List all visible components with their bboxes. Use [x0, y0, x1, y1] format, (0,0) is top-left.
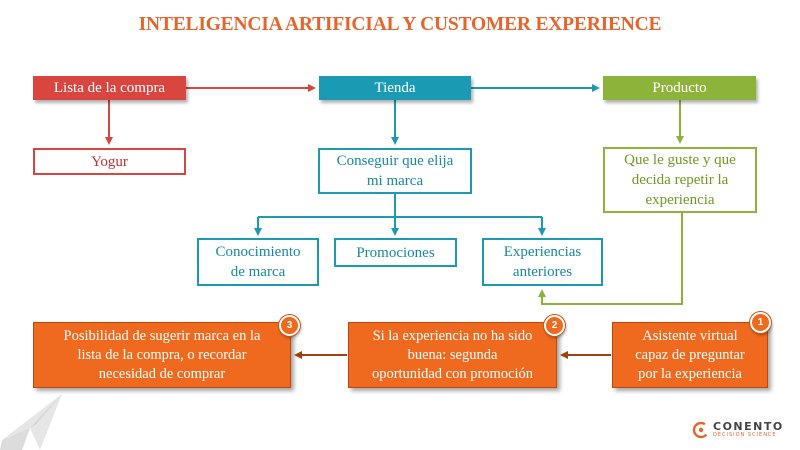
- node-tienda-label: Tienda: [374, 79, 416, 96]
- node-tienda: Tienda: [319, 76, 471, 100]
- step-2-line2: buena: segunda: [407, 346, 498, 363]
- step-1-line1: Asistente virtual: [642, 327, 738, 344]
- node-producto-label: Producto: [652, 79, 707, 96]
- conento-logo: CONENTO DECISION SCIENCE: [692, 421, 784, 439]
- arrow-guste-experiencias: [538, 213, 683, 305]
- step-1-line2: capaz de preguntar: [635, 346, 745, 363]
- node-conseguir-marca: Conseguir que elija mi marca: [318, 148, 472, 194]
- step-2-badge: 2: [544, 315, 565, 336]
- conento-logo-icon: [692, 421, 710, 439]
- step-2-box: Si la experiencia no ha sido buena: segu…: [348, 322, 557, 388]
- step-1-badge: 1: [750, 312, 771, 333]
- node-conocimiento-marca: Conocimiento de marca: [197, 238, 319, 286]
- node-experiencias-line1: Experiencias: [503, 244, 582, 260]
- logo-tagline: DECISION SCIENCE: [713, 432, 777, 438]
- node-experiencias-anteriores: Experiencias anteriores: [482, 238, 603, 286]
- node-guste-line3: experiencia: [645, 192, 715, 208]
- node-lista-compra-label: Lista de la compra: [53, 79, 166, 96]
- node-conseguir-line2: mi marca: [366, 173, 424, 189]
- step-3-line3: necesidad de comprar: [98, 365, 226, 382]
- node-yogur: Yogur: [33, 148, 186, 175]
- step-3-line2: lista de la compra, o recordar: [77, 346, 247, 363]
- node-lista-compra: Lista de la compra: [33, 76, 186, 100]
- step-2-line3: oportunidad con promoción: [371, 365, 534, 382]
- step-1-box: Asistente virtual capaz de preguntar por…: [612, 322, 768, 388]
- step-1-line3: por la experiencia: [638, 365, 742, 382]
- step-3-box: Posibilidad de sugerir marca en la lista…: [33, 322, 291, 388]
- logo-name: CONENTO: [713, 420, 784, 433]
- node-conocimiento-line2: de marca: [230, 264, 286, 280]
- node-conseguir-line1: Conseguir que elija: [336, 153, 454, 169]
- node-yogur-label: Yogur: [91, 153, 128, 170]
- node-experiencias-line2: anteriores: [512, 264, 573, 280]
- step-3-line1: Posibilidad de sugerir marca en la: [63, 327, 261, 344]
- node-producto: Producto: [603, 76, 756, 100]
- step-2-line1: Si la experiencia no ha sido: [372, 327, 533, 344]
- node-que-le-guste: Que le guste y que decida repetir la exp…: [603, 147, 757, 213]
- node-promociones: Promociones: [334, 238, 457, 267]
- node-guste-line1: Que le guste y que: [624, 152, 736, 168]
- node-guste-line2: decida repetir la: [631, 172, 729, 188]
- step-3-badge: 3: [279, 315, 300, 336]
- node-promociones-label: Promociones: [356, 244, 435, 261]
- node-conocimiento-line1: Conocimiento: [215, 244, 301, 260]
- watermark-shape: [0, 394, 62, 450]
- page-title: INTELIGENCIA ARTIFICIAL Y CUSTOMER EXPER…: [138, 14, 662, 35]
